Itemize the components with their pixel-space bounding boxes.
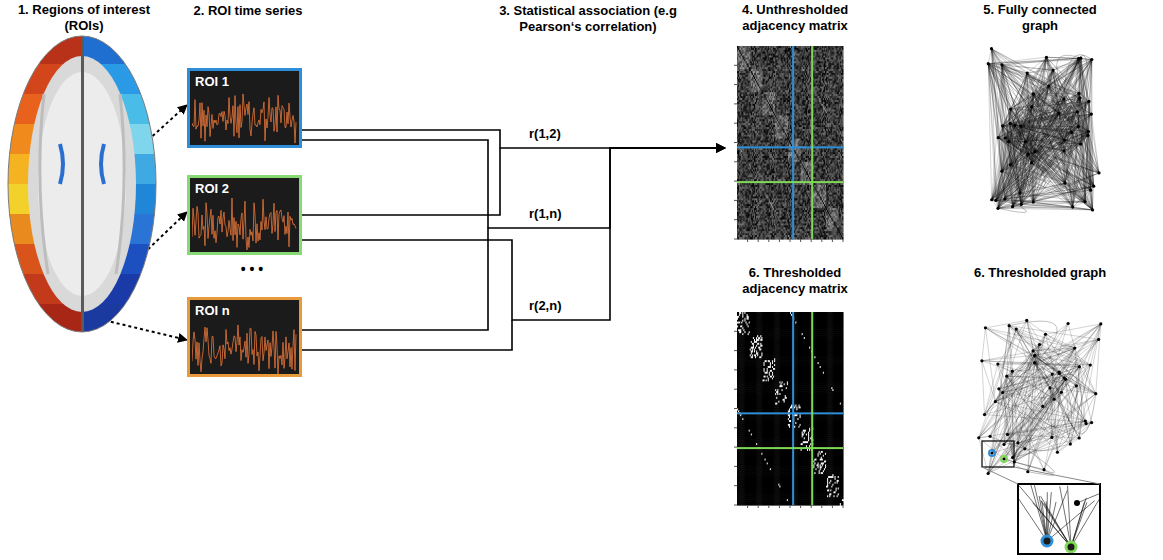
correlation-label: r(1,n) — [527, 206, 564, 221]
roi-box: ROI 1 — [187, 68, 302, 148]
time-series — [192, 91, 297, 145]
zoom-line — [982, 467, 1018, 484]
graph-panel: 6. Thresholded graph — [955, 265, 1125, 557]
roi-box: ROI n — [187, 297, 302, 377]
brain-panel: 1. Regions of interest (ROIs) — [4, 2, 172, 338]
midline — [81, 34, 84, 334]
zoom-inset — [1017, 483, 1101, 555]
brain-regions — [4, 34, 164, 335]
panel-heading: 1. Regions of interest (ROIs) — [4, 2, 164, 34]
column-heading: 2. ROI time series — [178, 3, 318, 19]
brain-outline — [8, 36, 156, 332]
zoom-line — [1014, 467, 1100, 484]
roi-label: ROI 2 — [195, 181, 229, 196]
brain-region — [83, 304, 164, 335]
panel-heading: 4. Unthresholded adjacency matrix — [725, 2, 865, 34]
bracket-wire — [302, 148, 500, 215]
ventricle — [60, 144, 104, 184]
roi-label: ROI 1 — [195, 74, 229, 89]
connector — [302, 148, 725, 320]
graph-panel: 5. Fully connected graph — [955, 2, 1125, 222]
panel-heading: 6. Thresholded graph — [965, 265, 1115, 281]
adjacency-matrix — [727, 310, 845, 515]
network-graph — [970, 303, 1110, 483]
correlation-label: r(2,n) — [527, 298, 564, 313]
panel-heading: 6. Thresholded adjacency matrix — [725, 265, 865, 297]
bracket-wire — [302, 320, 512, 350]
time-series — [192, 198, 297, 252]
matrix-panel: 4. Unthresholded adjacency matrix — [725, 2, 865, 256]
panel-heading: 5. Fully connected graph — [965, 2, 1115, 34]
matrix-panel: 6. Thresholded adjacency matrix — [725, 265, 865, 523]
connector — [302, 148, 725, 330]
network-graph — [970, 40, 1110, 220]
column-heading: 3. Statistical association (e.g Pearson‘… — [483, 3, 693, 35]
zoom-lines — [955, 465, 1125, 525]
adjacency-matrix — [727, 44, 845, 249]
roi-label: ROI n — [195, 303, 230, 318]
connector — [302, 130, 725, 148]
correlation-label: r(1,2) — [527, 126, 563, 141]
roi-box: ROI 2 — [187, 175, 302, 255]
time-series — [192, 320, 297, 374]
brain-illustration — [4, 34, 164, 336]
ellipsis: • • • — [222, 261, 282, 277]
